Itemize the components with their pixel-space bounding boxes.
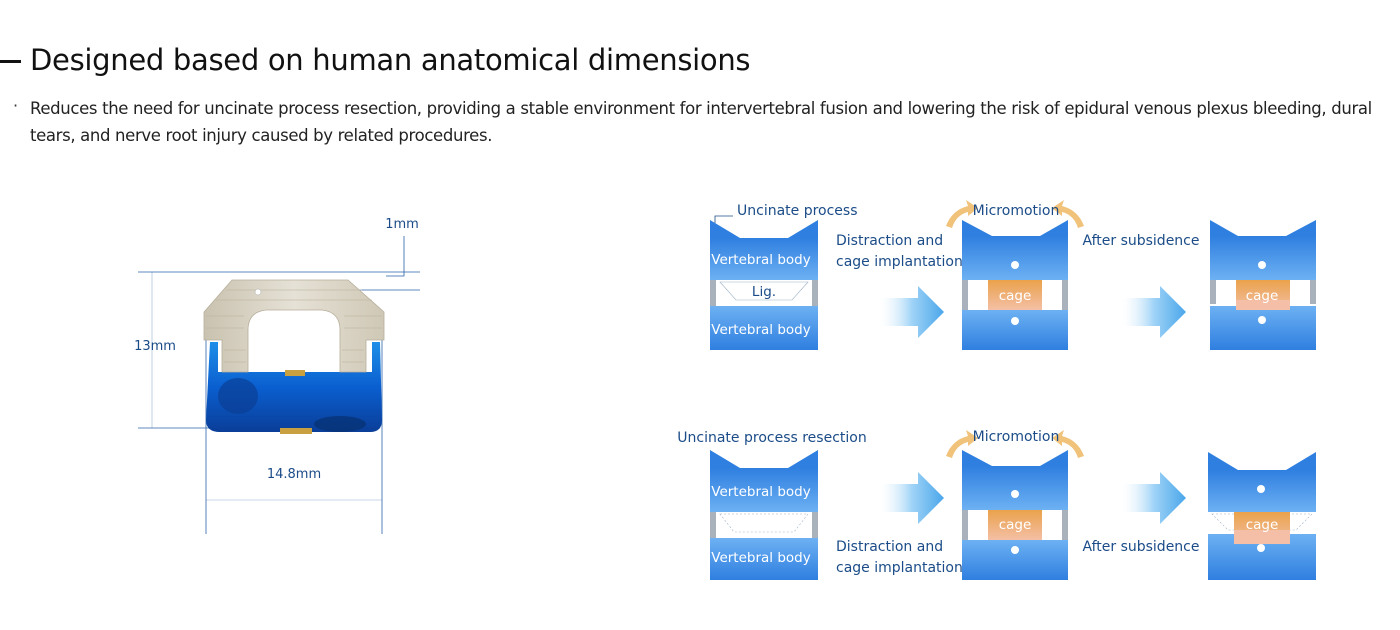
dim-width-label: 14.8mm bbox=[267, 467, 321, 482]
row1-motion-right-icon bbox=[1052, 200, 1084, 228]
row1-arrow-right-icon bbox=[880, 286, 944, 338]
row1-step1-line2: cage implantation bbox=[836, 254, 963, 270]
row2-panel-subsided: cage bbox=[1208, 452, 1316, 580]
row1-vertebral-bottom-label: Vertebral body bbox=[711, 322, 810, 338]
row2-step1-line2: cage implantation bbox=[836, 560, 963, 576]
row2-micromotion-label: Micromotion bbox=[973, 429, 1060, 445]
dim-height-label: 13mm bbox=[134, 339, 176, 354]
row2-panel-implanted: cage Micromotion bbox=[946, 429, 1084, 580]
row1-panel-initial: Uncinate process Vertebral body Lig. Ver… bbox=[710, 203, 858, 350]
row2-panel-initial: Vertebral body Vertebral body bbox=[710, 450, 818, 580]
row1-motion-left-icon bbox=[946, 200, 978, 228]
description-text: Reduces the need for uncinate process re… bbox=[30, 99, 1372, 145]
row1-lig-label: Lig. bbox=[752, 284, 776, 300]
title-accent-bar bbox=[0, 60, 21, 63]
row1-cage-mid-label: cage bbox=[999, 288, 1032, 304]
row1-step2-label: After subsidence bbox=[1083, 233, 1200, 249]
page-title: Designed based on human anatomical dimen… bbox=[30, 43, 751, 77]
row2-motion-right-icon bbox=[1052, 430, 1084, 458]
row1-cage-right-label: cage bbox=[1246, 288, 1279, 304]
row2-vertebral-top-label: Vertebral body bbox=[711, 484, 810, 500]
row1-uncinate-label: Uncinate process bbox=[737, 203, 858, 219]
bullet-icon: · bbox=[13, 96, 19, 115]
row2-motion-left-icon bbox=[946, 430, 978, 458]
row2-step2-label: After subsidence bbox=[1083, 539, 1200, 555]
row1-step1-line1: Distraction and bbox=[836, 233, 943, 249]
row2-cage-mid-label: cage bbox=[999, 517, 1032, 533]
row2-uncinate-label: Uncinate process resection bbox=[677, 430, 866, 446]
row2-step1-line1: Distraction and bbox=[836, 539, 943, 555]
row1-diagram: Uncinate process Vertebral body Lig. Ver… bbox=[710, 200, 1316, 350]
row1-micromotion-label: Micromotion bbox=[973, 203, 1060, 219]
row2-diagram: Uncinate process resection Vertebral bod… bbox=[677, 429, 1316, 580]
row1-panel-implanted: cage Micromotion bbox=[946, 200, 1084, 350]
row2-arrow-right-icon bbox=[880, 472, 944, 524]
row2-arrow-right-icon-2 bbox=[1122, 472, 1186, 524]
row1-arrow-right-icon-2 bbox=[1122, 286, 1186, 338]
row2-cage-right-label: cage bbox=[1246, 517, 1279, 533]
dim-top-label: 1mm bbox=[385, 217, 419, 232]
row1-panel-subsided: cage bbox=[1210, 220, 1316, 350]
row2-vertebral-bottom-label: Vertebral body bbox=[711, 550, 810, 566]
row1-vertebral-top-label: Vertebral body bbox=[711, 252, 810, 268]
cage-dimension-drawing: 1mm 13mm 14.8mm bbox=[134, 217, 420, 534]
